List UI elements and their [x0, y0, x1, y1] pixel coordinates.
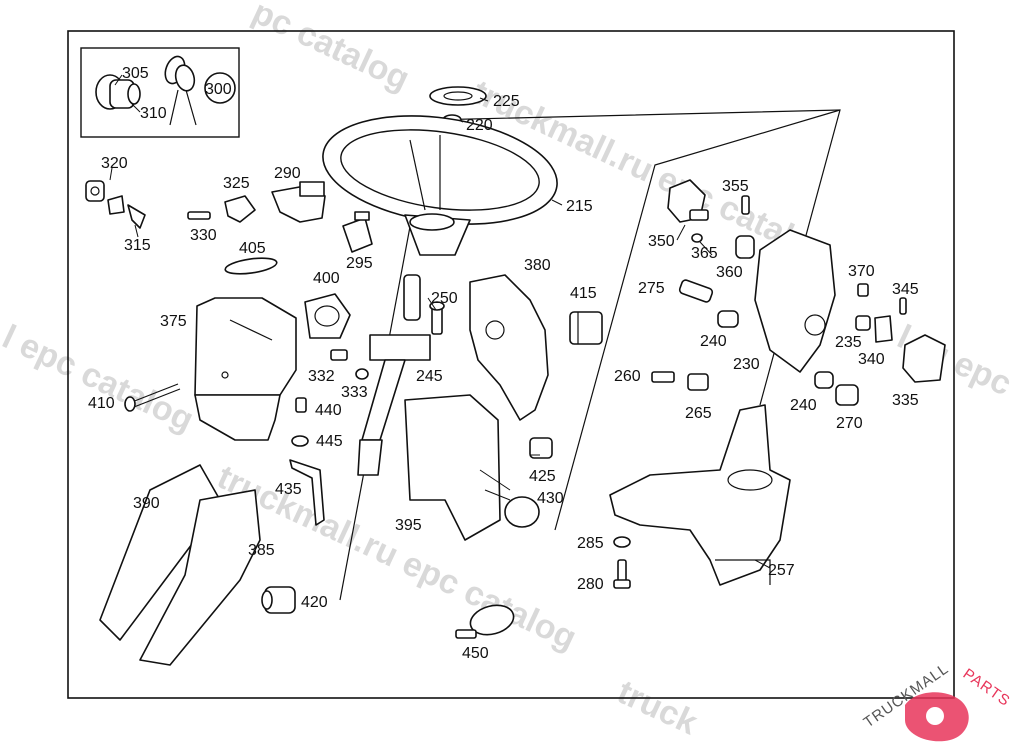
- bolt-280: [613, 536, 631, 589]
- callout-332: 332: [308, 368, 335, 385]
- callout-395: 395: [395, 517, 422, 534]
- bolt-275: [678, 279, 739, 328]
- housing-bore: [485, 320, 505, 340]
- callout-310: 310: [140, 105, 167, 122]
- watermark-1: pc catalog: [247, 0, 415, 98]
- shroud-bolt: [124, 383, 181, 412]
- small-fittings: [291, 293, 369, 447]
- logo-gear-hole-icon: [926, 707, 944, 725]
- callout-425: 425: [529, 468, 556, 485]
- diagram-frame: [67, 30, 955, 699]
- callout-275: 275: [638, 280, 665, 297]
- callout-215: 215: [566, 198, 593, 215]
- callout-405: 405: [239, 240, 266, 257]
- leader-lines: [109, 74, 771, 569]
- ignition-keys: [164, 55, 197, 126]
- callout-435: 435: [275, 481, 302, 498]
- bushing-415: [569, 311, 603, 345]
- column-cover-lens: [224, 257, 278, 275]
- callout-240-upper: 240: [700, 333, 727, 350]
- callout-325: 325: [223, 175, 250, 192]
- bracket-group-outline: [554, 109, 841, 531]
- callout-250: 250: [431, 290, 458, 307]
- callout-235: 235: [835, 334, 862, 351]
- grommet-and-cap: [504, 437, 553, 528]
- callout-220: 220: [466, 117, 493, 134]
- callout-305: 305: [122, 65, 149, 82]
- steering-column: [357, 274, 431, 476]
- column-housing: [469, 274, 549, 421]
- callout-333: 333: [341, 384, 368, 401]
- callout-280: 280: [577, 576, 604, 593]
- callout-270: 270: [836, 415, 863, 432]
- adjust-knob-350: [667, 179, 709, 223]
- mounting-bracket-435: [289, 459, 325, 526]
- callout-410: 410: [88, 395, 115, 412]
- callout-240-lower: 240: [790, 397, 817, 414]
- callout-350: 350: [648, 233, 675, 250]
- callout-320: 320: [101, 155, 128, 172]
- steering-wheel: [322, 115, 558, 256]
- callout-230: 230: [733, 356, 760, 373]
- callout-300: 300: [205, 81, 232, 98]
- washer-365: [691, 233, 703, 243]
- callout-355: 355: [722, 178, 749, 195]
- combination-switch: [271, 181, 326, 223]
- callout-340: 340: [858, 351, 885, 368]
- sleeve-360: [735, 235, 755, 259]
- callout-257: 257: [768, 562, 795, 579]
- callout-330: 330: [190, 227, 217, 244]
- column-support-bracket: [404, 394, 501, 541]
- callout-420: 420: [301, 594, 328, 611]
- watermark-6: truck: [612, 673, 703, 743]
- bushings-lower: [814, 371, 859, 406]
- callout-285: 285: [577, 535, 604, 552]
- callout-375: 375: [160, 313, 187, 330]
- screw-and-clip: [651, 371, 709, 391]
- wiper-switch: [342, 211, 373, 253]
- tilt-pivot-bore: [804, 314, 826, 336]
- callout-265: 265: [685, 405, 712, 422]
- callout-445: 445: [316, 433, 343, 450]
- callout-380: 380: [524, 257, 551, 274]
- callout-440: 440: [315, 402, 342, 419]
- callout-400: 400: [313, 270, 340, 287]
- callout-385: 385: [248, 542, 275, 559]
- callout-415: 415: [570, 285, 597, 302]
- ignition-inset-frame: [80, 47, 240, 138]
- callout-labels: 305 310 300 225 220 320 315 325 330 290 …: [88, 65, 919, 662]
- ignition-lock: [95, 74, 141, 110]
- callout-225: 225: [493, 93, 520, 110]
- cable-clamp: [455, 604, 515, 639]
- bolt-250: [429, 301, 445, 335]
- truckmall-parts-logo: TRUCKMALL PARTS: [861, 660, 1014, 742]
- callout-315: 315: [124, 237, 151, 254]
- callout-260: 260: [614, 368, 641, 385]
- pin-355: [741, 195, 750, 215]
- callout-360: 360: [716, 264, 743, 281]
- callout-345: 345: [892, 281, 919, 298]
- plug-420: [261, 586, 296, 614]
- watermark-3: l epc catalog: [0, 318, 199, 439]
- callout-335: 335: [892, 392, 919, 409]
- callout-circle-300: [204, 72, 236, 104]
- switch-fasteners: [85, 180, 146, 229]
- logo-text-accent: PARTS: [960, 665, 1014, 710]
- column-base-bracket: [609, 404, 791, 586]
- callout-245: 245: [416, 368, 443, 385]
- callout-450: 450: [462, 645, 489, 662]
- lower-trim-covers: [99, 464, 261, 666]
- callout-370: 370: [848, 263, 875, 280]
- column-tilt-bracket: [754, 229, 836, 373]
- clip-and-screw: [187, 195, 256, 223]
- callout-365: 365: [691, 245, 718, 262]
- callout-430: 430: [537, 490, 564, 507]
- lower-column-shroud: [194, 394, 281, 441]
- callout-295: 295: [346, 255, 373, 272]
- right-small-parts: [855, 283, 946, 383]
- callout-290: 290: [274, 165, 301, 182]
- upper-column-shroud: [194, 297, 297, 396]
- callout-390: 390: [133, 495, 160, 512]
